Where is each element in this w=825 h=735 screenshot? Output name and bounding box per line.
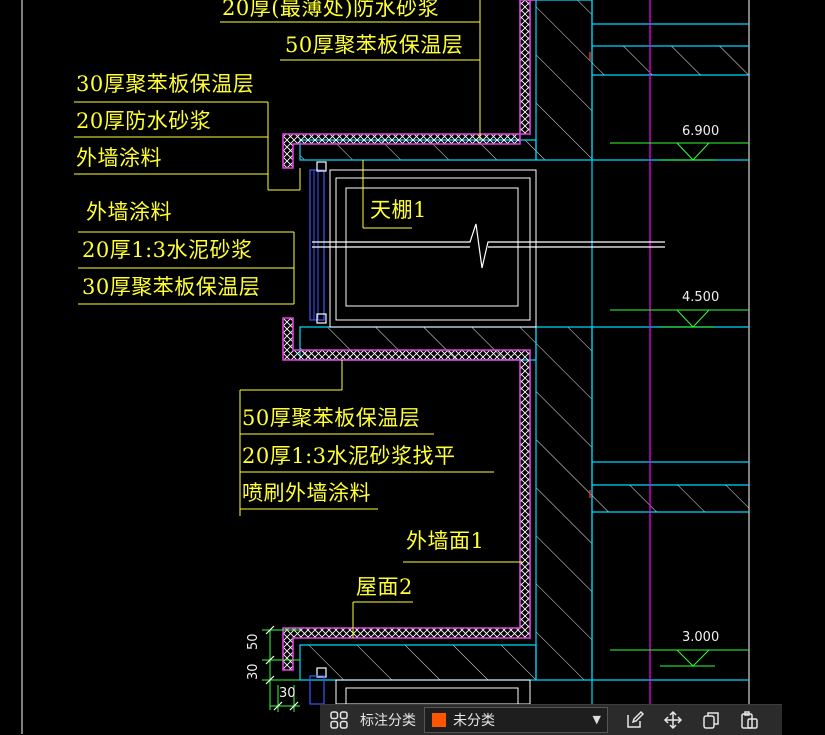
dimension-30-vertical-label[interactable]: 30 <box>246 663 261 680</box>
roof-note[interactable]: 屋面2 <box>356 575 413 599</box>
annotation-toolbar: 标注分类 未分类 ▼ <box>320 704 782 735</box>
concrete-wall <box>535 0 593 161</box>
leader-lines <box>74 0 522 638</box>
wall-note[interactable]: 外墙面1 <box>406 529 485 553</box>
dimension-50-label[interactable]: 50 <box>246 633 261 650</box>
elevation-3000-label[interactable]: 3.000 <box>682 630 720 645</box>
dimension-ticks <box>265 625 299 711</box>
lower-note-1[interactable]: 50厚聚苯板保温层 <box>242 406 421 430</box>
mid-note-3[interactable]: 30厚聚苯板保温层 <box>82 275 261 299</box>
copy-icon[interactable] <box>698 707 724 733</box>
edit-icon[interactable] <box>622 707 648 733</box>
grid-icon[interactable] <box>326 707 352 733</box>
mid-note-1[interactable]: 外墙涂料 <box>86 200 172 224</box>
structure-lines <box>591 0 749 704</box>
upper-note-1[interactable]: 30厚聚苯板保温层 <box>76 72 255 96</box>
upper-band-hatch <box>592 46 749 75</box>
move-icon[interactable] <box>660 707 686 733</box>
dimension-30-horizontal-label[interactable]: 30 <box>279 686 296 701</box>
insulation-upper <box>282 0 531 169</box>
paste-icon[interactable] <box>736 707 762 733</box>
lower-band-hatch <box>592 485 749 512</box>
chevron-down-icon: ▼ <box>592 713 601 726</box>
elevation-marker-6900 <box>610 142 749 161</box>
elevation-4500-label[interactable]: 4.500 <box>682 290 720 305</box>
concrete-wall-lower <box>535 326 593 681</box>
elevation-marker-4500 <box>610 309 749 328</box>
mid-note-2[interactable]: 20厚1:3水泥砂浆 <box>82 238 253 262</box>
insulation-lower <box>282 317 531 671</box>
top-note-2[interactable]: 50厚聚苯板保温层 <box>285 33 464 57</box>
break-line <box>312 223 665 269</box>
category-select[interactable]: 未分类 ▼ <box>424 707 608 733</box>
beam-outline <box>329 169 537 705</box>
elevation-6900-label[interactable]: 6.900 <box>682 124 720 139</box>
category-selected-value: 未分类 <box>453 713 495 729</box>
category-label: 标注分类 <box>360 713 416 729</box>
lower-note-2[interactable]: 20厚1:3水泥砂浆找平 <box>242 444 456 468</box>
ceiling-note[interactable]: 天棚1 <box>370 198 427 222</box>
concrete-slab-bottom <box>299 644 537 681</box>
upper-note-2[interactable]: 20厚防水砂浆 <box>76 109 212 133</box>
category-color-swatch <box>431 712 447 728</box>
upper-note-3[interactable]: 外墙涂料 <box>76 146 162 170</box>
top-note-1[interactable]: 20厚(最薄处)防水砂浆 <box>222 0 440 20</box>
window-opening <box>309 161 327 705</box>
lower-note-3[interactable]: 喷刷外墙涂料 <box>242 481 371 505</box>
dimension-lines <box>262 629 300 712</box>
elevation-marker-3000 <box>610 649 749 667</box>
